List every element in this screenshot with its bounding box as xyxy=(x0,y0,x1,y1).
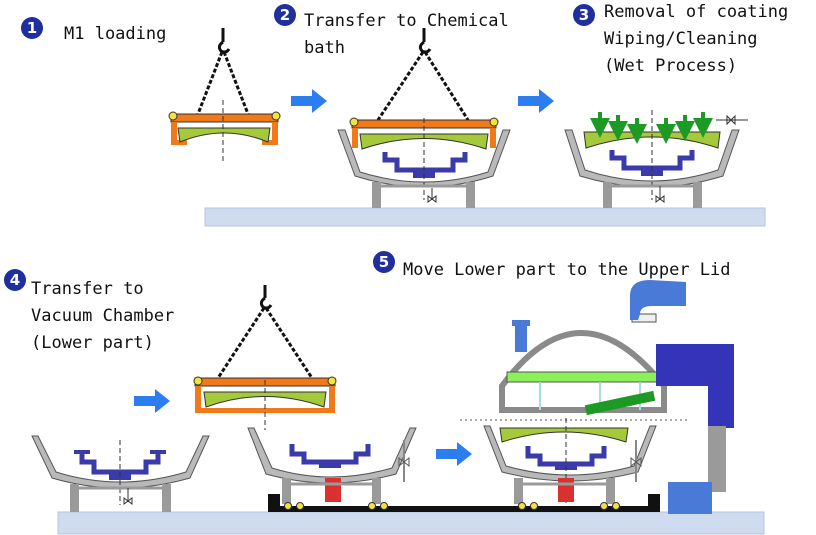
ground-slab-top xyxy=(204,207,766,227)
step3-label-line1: Removal of coating xyxy=(604,2,789,22)
step4-label-line2: Vacuum Chamber xyxy=(31,306,175,326)
step5-label: Move Lower part to the Upper Lid xyxy=(403,260,731,280)
step3-wiping-station xyxy=(564,110,748,208)
step1-lifting-assembly xyxy=(168,28,281,162)
step-badge-2: 2 xyxy=(274,4,296,26)
crane-hook-icon xyxy=(418,28,432,54)
step2-chemical-bath xyxy=(337,28,511,208)
right-arrow-icon xyxy=(436,442,472,466)
step5-vacuum-chamber xyxy=(460,280,734,514)
valve-icon xyxy=(655,114,748,203)
ground-slab-bottom xyxy=(57,511,765,535)
step3-label-line3: (Wet Process) xyxy=(604,56,738,76)
step4-label-line3: (Lower part) xyxy=(31,333,154,353)
valve-icon xyxy=(427,188,437,203)
step2-label-line1: Transfer to Chemical xyxy=(304,11,509,31)
valve-icon xyxy=(123,488,133,505)
crane-hook-icon xyxy=(259,285,273,310)
step2-label-line2: bath xyxy=(304,38,345,58)
right-arrow-icon xyxy=(134,389,170,413)
right-arrow-icon xyxy=(291,89,327,113)
step-badge-3: 3 xyxy=(573,4,595,26)
step3-label-line2: Wiping/Cleaning xyxy=(604,29,758,49)
step4-lower-part xyxy=(31,435,210,512)
step-badge-5: 5 xyxy=(373,251,395,273)
step4-transfer-hoist xyxy=(193,285,660,512)
step4-label-line1: Transfer to xyxy=(31,279,144,299)
right-arrow-icon xyxy=(518,89,554,113)
mirror-dish xyxy=(177,127,271,143)
step-badge-1: 1 xyxy=(21,17,43,39)
step-badge-4: 4 xyxy=(4,269,26,291)
step1-label: M1 loading xyxy=(64,24,167,44)
crane-hook-icon xyxy=(217,28,231,54)
